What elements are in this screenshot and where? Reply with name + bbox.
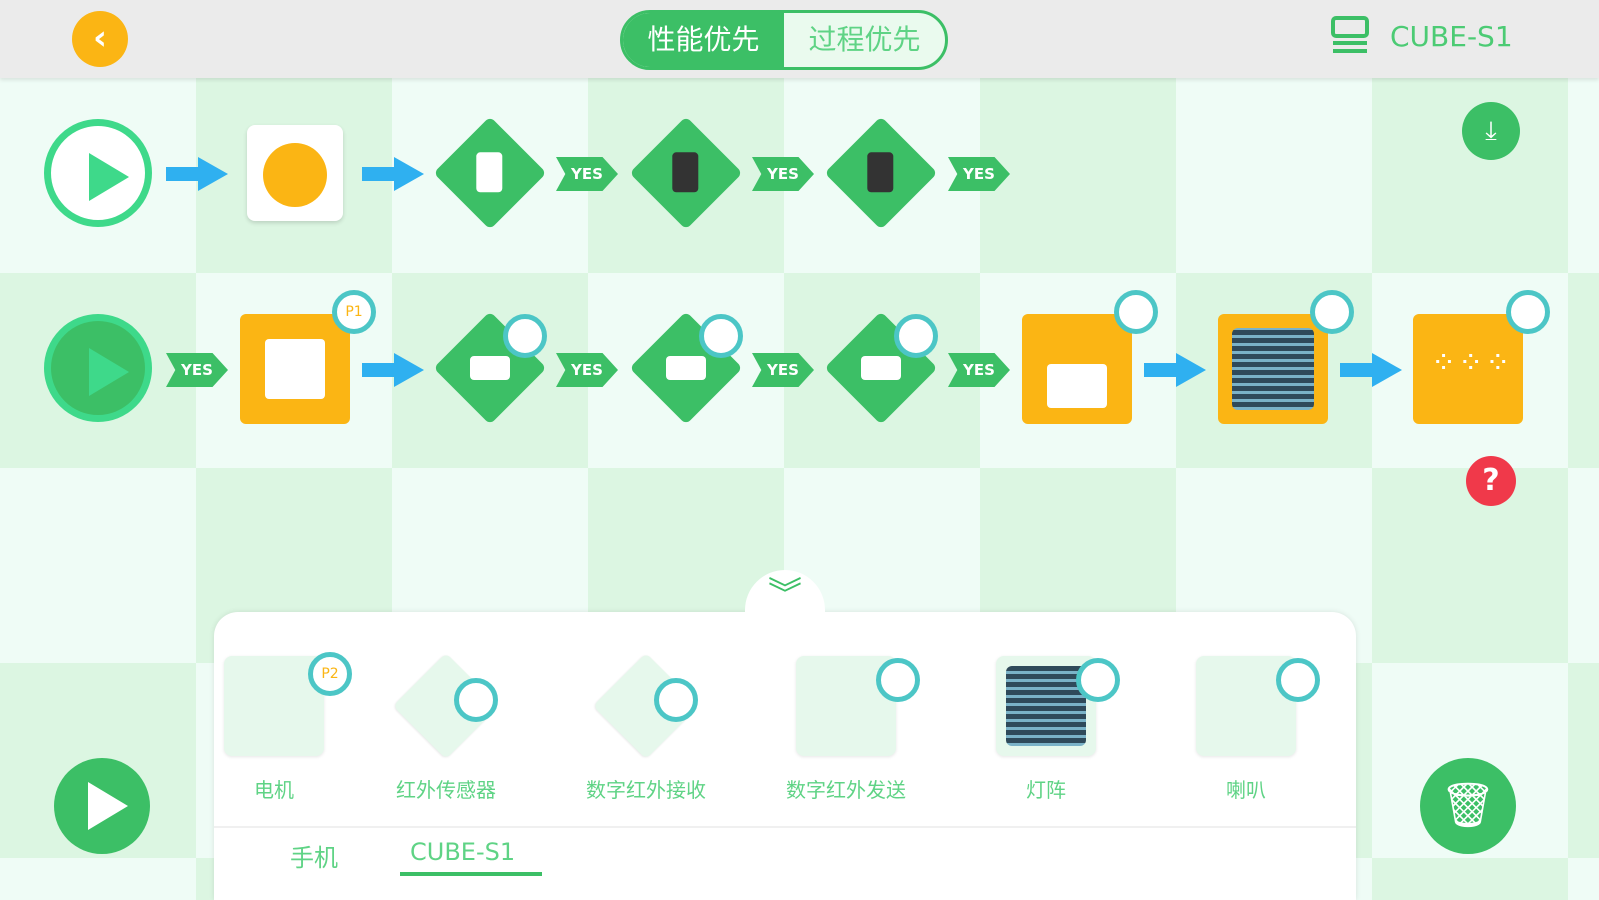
timer-node[interactable] [247,125,343,221]
port-badge[interactable] [503,314,547,358]
help-icon[interactable]: ? [1466,456,1516,506]
port-badge [1276,658,1320,702]
port-badge [654,678,698,722]
port-badge[interactable] [1310,290,1354,334]
device-icon[interactable] [1330,16,1370,56]
tab-performance-priority[interactable]: 性能优先 [623,13,784,67]
port-badge[interactable] [1114,290,1158,334]
palette-item-infrared-sensor[interactable]: 红外传感器 [386,648,506,808]
grid-cell [1372,858,1568,900]
arrow-icon [362,353,424,387]
start-node[interactable] [44,119,152,227]
palette-item-speaker[interactable]: 喇叭 [1186,648,1320,808]
phone-icon [476,152,503,193]
collapse-panel-button[interactable]: ︾ [745,570,825,630]
port-badge[interactable] [699,314,743,358]
motor-icon [224,656,324,756]
sensor-icon [666,356,706,380]
tab-phone[interactable]: 手机 [290,844,338,872]
grid-cell [1568,78,1599,273]
palette-item-motor[interactable]: P2 电机 [214,648,352,808]
trash-button[interactable]: 🗑 [1420,758,1516,854]
phone-icon [672,152,699,193]
palette-label: 数字红外接收 [586,778,706,802]
grid-cell [1372,78,1568,273]
port-badge [454,678,498,722]
sensor-icon [470,356,510,380]
save-button[interactable]: ⤓ [1462,102,1520,160]
grid-cell [0,858,196,900]
palette-item-ir-send[interactable]: 数字红外发送 [786,648,920,808]
component-palette: P2 电机 红外传感器 数字红外接收 数字红外发送 灯阵 喇叭 手机 CUBE-S… [214,612,1356,900]
grid-cell [1372,468,1568,663]
arrow-icon [1144,353,1206,387]
grid-cell [0,468,196,663]
port-badge[interactable]: P1 [332,290,376,334]
top-bar: ‹ 性能优先 过程优先 CUBE-S1 [0,0,1599,78]
palette-label: 红外传感器 [396,778,496,802]
mode-toggle: 性能优先 过程优先 [620,10,948,70]
grid-cell [1176,78,1372,273]
tab-process-priority[interactable]: 过程优先 [808,23,921,56]
ir-send-icon [1047,364,1107,408]
condition-start-node[interactable] [44,314,152,422]
back-button[interactable]: ‹ [72,11,128,67]
motor-node[interactable] [240,314,350,424]
arrow-icon [166,157,228,191]
run-button[interactable] [54,758,150,854]
palette-label: 喇叭 [1226,778,1266,802]
active-tab-indicator [400,872,542,876]
palette-label: 灯阵 [1026,778,1066,802]
grid-cell [1568,663,1599,858]
port-badge [876,658,920,702]
port-badge[interactable] [1506,290,1550,334]
tab-cube-s1[interactable]: CUBE-S1 [410,838,516,866]
divider [214,826,1356,828]
grid-cell [1568,468,1599,663]
palette-item-ir-receive[interactable]: 数字红外接收 [586,648,706,808]
palette-label: 数字红外发送 [786,778,906,802]
palette-item-led-matrix[interactable]: 灯阵 [986,648,1120,808]
arrow-icon [362,157,424,191]
led-matrix-icon [1232,328,1314,410]
palette-label: 电机 [254,778,294,802]
grid-cell [980,78,1176,273]
speaker-node[interactable]: ⁘⁘⁘ [1413,314,1523,424]
led-matrix-node[interactable] [1218,314,1328,424]
grid-cell [1568,858,1599,900]
sensor-icon [861,356,901,380]
phone-icon [867,152,894,193]
port-badge [1076,658,1120,702]
speaker-icon: ⁘⁘⁘ [1431,346,1513,381]
device-name[interactable]: CUBE-S1 [1390,20,1513,53]
ir-send-node[interactable] [1022,314,1132,424]
timer-icon [263,143,327,207]
grid-cell [1568,273,1599,468]
port-badge[interactable] [894,314,938,358]
arrow-icon [1340,353,1402,387]
motor-icon [265,339,325,399]
port-badge: P2 [308,652,352,696]
